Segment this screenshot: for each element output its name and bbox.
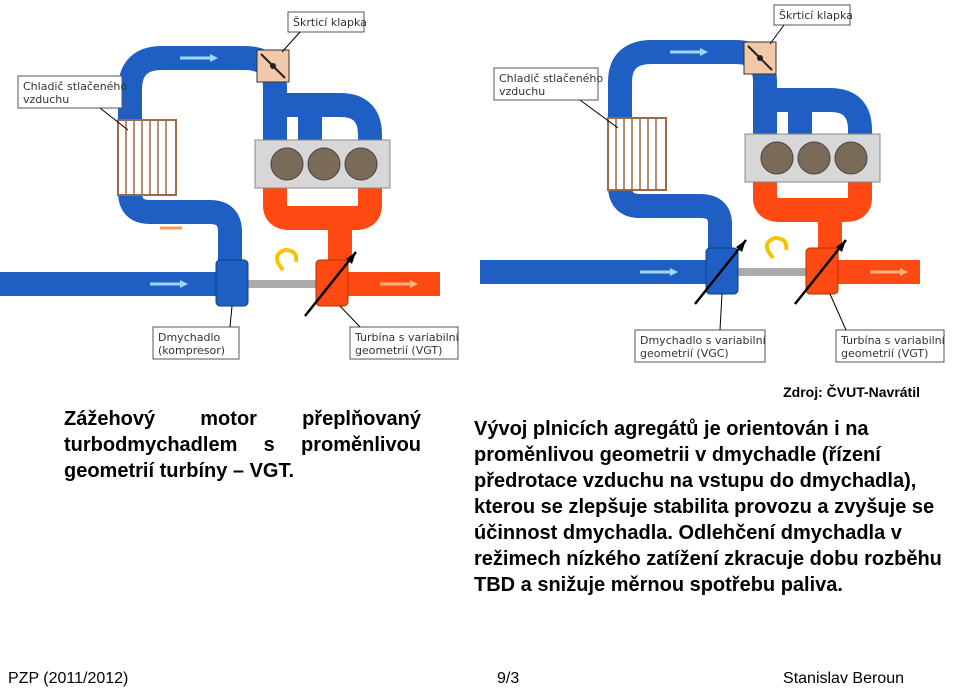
figure-caption: Zážehový motor přeplňovaný turbodmychadl… <box>64 408 421 482</box>
vgt-arrow <box>304 251 357 317</box>
compressor-label: Dmychadlo <box>158 331 220 344</box>
footer-page-number: 9/3 <box>497 670 520 687</box>
turbo-diagram-vgt: Chladič stlačeného vzduchu Škrticí klapk… <box>0 11 460 360</box>
cooler-label: Chladič stlačeného <box>23 80 127 93</box>
turbine-label-2: geometrií (VGT) <box>841 347 928 360</box>
body-text: Vývoj plnicích agregátů je orientován i … <box>474 418 942 596</box>
throttle-label: Škrticí klapka <box>779 9 853 22</box>
rotation-arrow-icon <box>765 235 789 260</box>
engine-cylinder <box>760 141 794 175</box>
turbo-diagram-vgc: Chladič stlačeného vzduchu Škrticí klapk… <box>480 4 946 363</box>
turbine-label-2: geometrií (VGT) <box>355 344 442 357</box>
cooler-label-2: vzduchu <box>499 85 545 98</box>
cooler-label-2: vzduchu <box>23 93 69 106</box>
footer-author: Stanislav Beroun <box>783 670 904 687</box>
compressor-label-2: (kompresor) <box>158 344 225 357</box>
cooler-label: Chladič stlačeného <box>499 72 603 85</box>
engine-cylinder <box>307 147 341 181</box>
exhaust-pipe <box>753 180 920 284</box>
source-credit: Zdroj: ČVUT-Navrátil <box>783 384 920 400</box>
compressor <box>215 259 249 307</box>
compressor-label-2: geometrií (VGC) <box>640 347 729 360</box>
footer-course: PZP (2011/2012) <box>8 670 129 687</box>
turbine-label: Turbína s variabilní <box>354 331 460 344</box>
rotation-arrow-icon <box>275 247 299 272</box>
exhaust-pipe <box>263 185 440 296</box>
vgc-arrow <box>694 239 747 305</box>
intake-manifold <box>263 93 382 145</box>
engine-cylinder <box>270 147 304 181</box>
vgt-arrow <box>794 239 847 305</box>
engine-cylinder <box>797 141 831 175</box>
intake-manifold <box>753 88 872 138</box>
compressor-label: Dmychadlo s variabilní <box>640 334 767 347</box>
engine-cylinder <box>344 147 378 181</box>
engine-cylinder <box>834 141 868 175</box>
throttle-label: Škrticí klapka <box>293 16 367 29</box>
turbine-label: Turbína s variabilní <box>840 334 946 347</box>
